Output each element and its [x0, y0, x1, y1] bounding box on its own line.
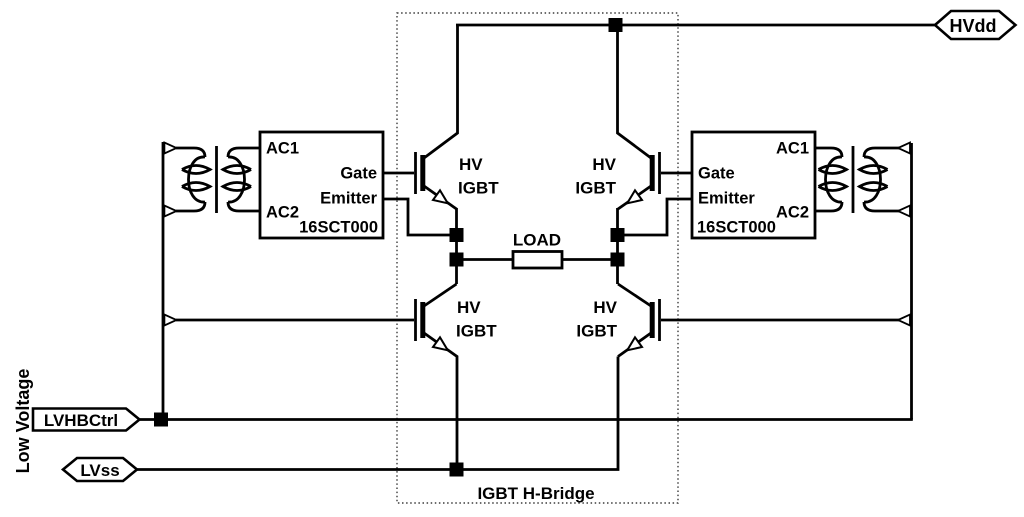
- junction-dot: [449, 462, 464, 477]
- lvss-wire: [137, 356, 620, 471]
- primary-top-lead: [176, 146, 207, 158]
- h-bridge-dashed-region: [396, 12, 679, 504]
- right-gate-drive-transformer: [815, 141, 911, 218]
- terminal-flag: [60, 456, 140, 483]
- igbt-label-bottom-right: HV IGBT: [576, 298, 617, 341]
- bus-tap-arrow-icon: [895, 204, 911, 218]
- secondary-top-lead: [862, 146, 899, 158]
- igbt-label-bottom-left: HV IGBT: [456, 298, 497, 341]
- terminal-label: LVHBCtrl: [44, 411, 118, 430]
- igbt-label-line2: IGBT: [575, 179, 616, 198]
- emitter-arrow-icon: [431, 335, 450, 352]
- secondary-bottom-lead: [862, 201, 899, 213]
- igbt-label-top-left: HV IGBT: [458, 155, 499, 198]
- igbt-label-line1: HV: [592, 155, 616, 174]
- terminal-label: HVdd: [950, 16, 997, 36]
- secondary-loop: [856, 181, 889, 192]
- secondary-bottom-lead: [226, 201, 260, 213]
- pin-label-gate: Gate: [698, 165, 735, 183]
- primary-outer-arc: [187, 155, 206, 204]
- junction-dot: [610, 252, 625, 267]
- terminal-lvss: LVss: [60, 456, 140, 483]
- igbt-symbol-top-left: [383, 25, 459, 284]
- igbt-symbol-top-right: [616, 25, 692, 284]
- bus-tap-arrow-icon: [895, 141, 911, 155]
- secondary-loop: [220, 164, 252, 175]
- junction-dot: [154, 412, 168, 427]
- igbt-label-line2: IGBT: [456, 322, 497, 341]
- primary-outer-arc: [824, 155, 843, 204]
- primary-loop: [817, 164, 850, 175]
- emitter-arrow-icon: [431, 188, 450, 205]
- left-emitter-pin-wire: [383, 197, 450, 237]
- junction-dot: [608, 18, 623, 32]
- pin-label-ac1: AC1: [266, 140, 299, 158]
- terminal-flag: [31, 407, 142, 432]
- igbt-label-top-right: HV IGBT: [575, 155, 616, 198]
- bus-tap-arrow-icon: [163, 204, 179, 218]
- pin-label-emitter: Emitter: [698, 190, 755, 208]
- junction-dot: [449, 228, 464, 242]
- load-resistor: [511, 250, 564, 270]
- secondary-top-lead: [226, 146, 260, 158]
- collector-wire: [423, 25, 459, 160]
- gate-driver-right: AC1 Gate Emitter AC2 16SCT000: [690, 130, 817, 240]
- primary-bottom-lead: [176, 201, 207, 213]
- emitter-wire: [423, 331, 459, 470]
- bus-tap-arrow-icon: [895, 313, 911, 327]
- igbt-label-line1: HV: [593, 298, 617, 317]
- junction-dot: [610, 228, 625, 242]
- igbt-symbol-bottom-right: [617, 282, 911, 358]
- pin-label-ac2: AC2: [776, 204, 809, 222]
- bus-tap-arrow-icon: [163, 313, 179, 327]
- secondary-outer-arc: [863, 155, 882, 204]
- secondary-loop: [220, 181, 252, 192]
- junction-dot: [449, 252, 464, 267]
- terminal-hvdd: HVdd: [933, 9, 1018, 41]
- igbt-symbol-bottom-left: [163, 282, 459, 470]
- igbt-label-line2: IGBT: [458, 179, 499, 198]
- igbt-label-line1: HV: [457, 298, 481, 317]
- load-label: LOAD: [513, 231, 561, 250]
- left-gate-drive-transformer: [163, 141, 260, 218]
- secondary-outer-arc: [227, 155, 246, 204]
- secondary-loop: [856, 164, 889, 175]
- emitter-arrow-icon: [625, 188, 644, 205]
- collector-wire: [616, 25, 652, 160]
- terminal-flag: [933, 9, 1018, 41]
- terminal-label: LVss: [80, 461, 119, 480]
- primary-loop: [817, 181, 850, 192]
- collector-wire: [423, 282, 458, 308]
- pin-label-gate: Gate: [340, 165, 377, 183]
- primary-bottom-lead: [815, 201, 844, 213]
- right-emitter-pin-wire: [624, 197, 692, 237]
- driver-box: [258, 130, 385, 240]
- gate-driver-left: AC1 Gate Emitter AC2 16SCT000: [258, 130, 385, 240]
- collector-wire: [617, 282, 652, 308]
- region-label: IGBT H-Bridge: [477, 484, 594, 503]
- igbt-label-line1: HV: [459, 155, 483, 174]
- primary-loop: [181, 181, 213, 192]
- driver-box: [690, 130, 817, 240]
- emitter-arrow-icon: [625, 335, 644, 352]
- igbt-label-line2: IGBT: [576, 322, 617, 341]
- pin-label-emitter: Emitter: [320, 190, 377, 208]
- pin-label-ac2: AC2: [266, 204, 299, 222]
- terminal-lvhbctrl: LVHBCtrl: [31, 407, 142, 432]
- part-number: 16SCT000: [697, 219, 776, 237]
- primary-loop: [181, 164, 213, 175]
- part-number: 16SCT000: [299, 219, 378, 237]
- pin-label-ac1: AC1: [776, 140, 809, 158]
- bus-tap-arrow-icon: [163, 141, 179, 155]
- primary-top-lead: [815, 146, 844, 158]
- low-voltage-side-label: Low Voltage: [13, 369, 33, 474]
